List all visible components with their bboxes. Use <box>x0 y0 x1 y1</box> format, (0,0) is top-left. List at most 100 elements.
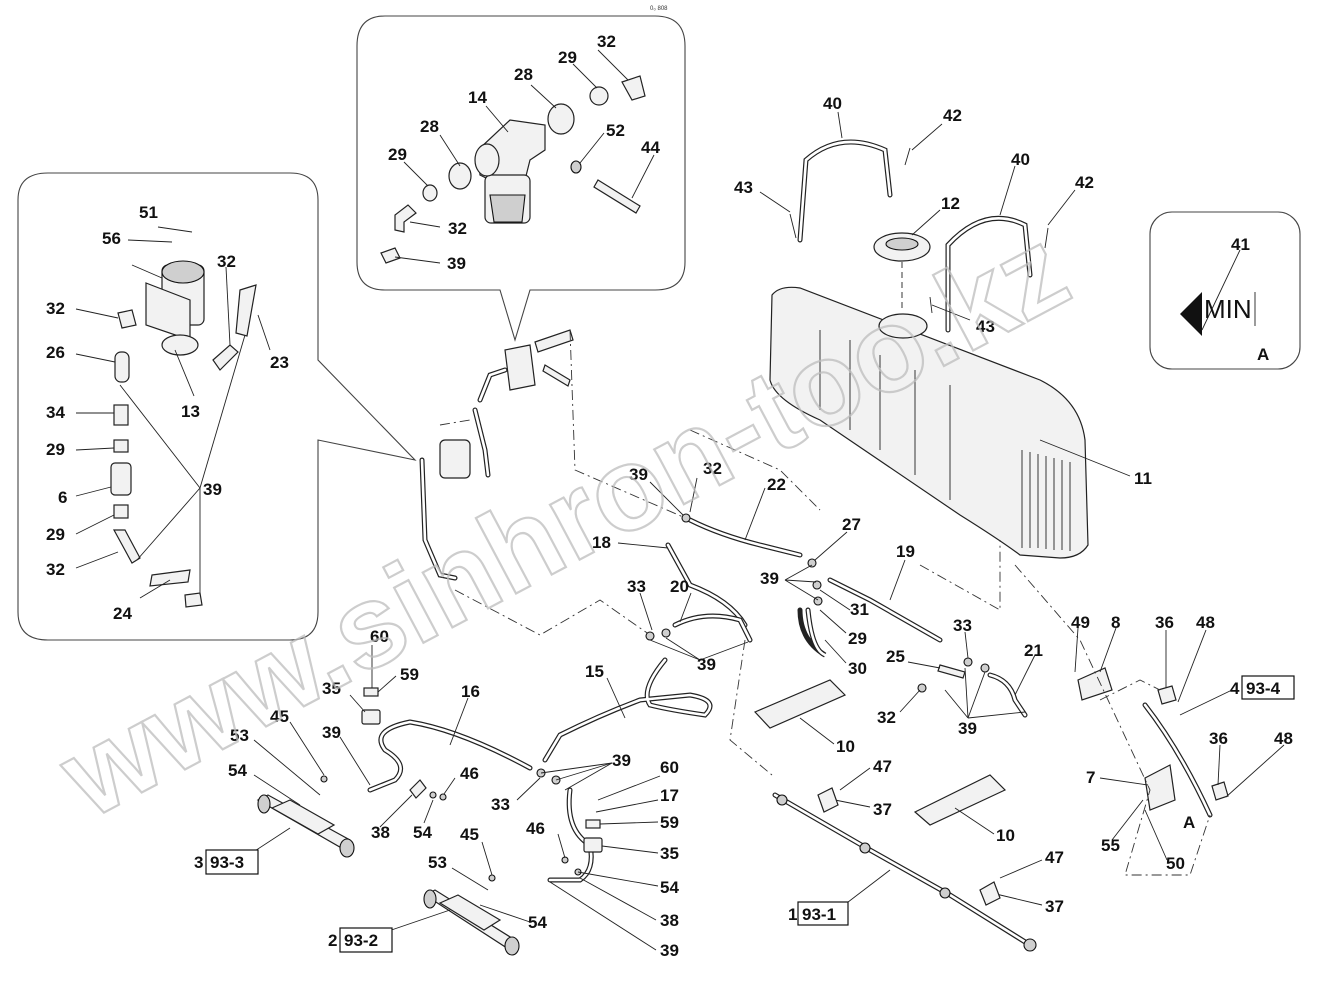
label-left-32b: 32 <box>46 299 65 318</box>
label-center-18: 18 <box>592 533 611 552</box>
label-center-10a: 10 <box>836 737 855 756</box>
filter-body-part <box>474 119 546 224</box>
label-ll-54b: 54 <box>413 823 432 842</box>
label-ll-39a: 39 <box>322 723 341 742</box>
label-center-19: 19 <box>896 542 915 561</box>
label-center-10b: 10 <box>996 826 1015 845</box>
sheet-code: 0₀ 808 <box>650 6 668 12</box>
label-left-13: 13 <box>181 402 200 421</box>
label-top-39: 39 <box>447 254 466 273</box>
ref-93-1: 93-1 <box>802 905 836 924</box>
label-left-29b: 29 <box>46 525 65 544</box>
cylinder-93-3 <box>256 794 355 858</box>
right-brackets: 49 8 36 48 4 93-4 36 48 7 55 50 A <box>1014 564 1295 876</box>
tank-grille <box>1021 450 1071 551</box>
label-center-37b: 37 <box>1045 897 1064 916</box>
label-top-28b: 28 <box>420 117 439 136</box>
label-right-4: 4 <box>1230 679 1240 698</box>
label-ll-54d: 54 <box>528 913 547 932</box>
label-center-22: 22 <box>767 475 786 494</box>
left-inset: 51 56 32 32 23 26 13 34 29 39 6 29 32 24 <box>17 172 417 641</box>
label-ll-17: 17 <box>660 786 679 805</box>
label-ll-54c: 54 <box>660 878 679 897</box>
label-ll-45b: 45 <box>460 825 479 844</box>
label-center-29: 29 <box>848 629 867 648</box>
label-center-25: 25 <box>886 647 905 666</box>
label-ll-53b: 53 <box>428 853 447 872</box>
label-right-36b: 36 <box>1209 729 1228 748</box>
label-ll-60b: 60 <box>660 758 679 777</box>
label-ll-46b: 46 <box>526 819 545 838</box>
tank-body <box>769 286 1089 559</box>
ref-93-2: 93-2 <box>344 931 378 950</box>
label-center-32b: 32 <box>877 708 896 727</box>
label-right-36a: 36 <box>1155 613 1174 632</box>
label-ll-45a: 45 <box>270 707 289 726</box>
ref-box-93-2 <box>339 927 393 953</box>
label-left-56: 56 <box>102 229 121 248</box>
detail-a-label: A <box>1257 345 1269 364</box>
label-ll-46a: 46 <box>460 764 479 783</box>
ref-93-3: 93-3 <box>210 853 244 872</box>
min-label: MIN <box>1204 294 1252 324</box>
label-tank-42b: 42 <box>1075 173 1094 192</box>
label-right-48a: 48 <box>1196 613 1215 632</box>
label-tank-42a: 42 <box>943 106 962 125</box>
label-1: 1 <box>788 905 797 924</box>
label-ll-35b: 35 <box>660 844 679 863</box>
label-center-20: 20 <box>670 577 689 596</box>
label-ll-54a: 54 <box>228 761 247 780</box>
label-top-29b: 29 <box>388 145 407 164</box>
ref-box-93-1 <box>797 901 849 926</box>
label-center-27: 27 <box>842 515 861 534</box>
center-hoses: 39 32 22 18 27 19 39 31 33 20 29 30 39 1… <box>419 329 1064 916</box>
label-ll-35a: 35 <box>322 679 341 698</box>
label-center-21: 21 <box>1024 641 1043 660</box>
label-left-34: 34 <box>46 403 65 422</box>
label-ll-59a: 59 <box>400 665 419 684</box>
label-ll-3: 3 <box>194 853 203 872</box>
pump-part <box>145 260 205 356</box>
label-center-39d: 39 <box>958 719 977 738</box>
label-top-44: 44 <box>641 138 660 157</box>
label-ll-33: 33 <box>491 795 510 814</box>
label-center-33a: 33 <box>627 577 646 596</box>
detail-a-frame <box>1149 211 1301 370</box>
label-ll-38b: 38 <box>660 911 679 930</box>
label-top-28: 28 <box>514 65 533 84</box>
label-center-33b: 33 <box>953 616 972 635</box>
bracket-7 <box>1144 764 1176 811</box>
label-center-39c: 39 <box>697 655 716 674</box>
label-ll-16: 16 <box>461 682 480 701</box>
label-left-24: 24 <box>113 604 132 623</box>
label-right-48b: 48 <box>1274 729 1293 748</box>
label-left-26: 26 <box>46 343 65 362</box>
label-ll-38a: 38 <box>371 823 390 842</box>
label-right-7: 7 <box>1086 768 1095 787</box>
label-tank-40b: 40 <box>1011 150 1030 169</box>
label-tank-43a: 43 <box>734 178 753 197</box>
label-left-51: 51 <box>139 203 158 222</box>
label-center-39a: 39 <box>629 465 648 484</box>
tank-fill-opening <box>878 313 928 339</box>
label-left-23: 23 <box>270 353 289 372</box>
ref-93-4: 93-4 <box>1246 679 1281 698</box>
label-ll-53a: 53 <box>230 726 249 745</box>
label-center-30: 30 <box>848 659 867 678</box>
label-left-32a: 32 <box>217 252 236 271</box>
tank-assembly: 40 42 43 12 40 42 43 11 <box>734 94 1152 559</box>
label-tank-40a: 40 <box>823 94 842 113</box>
label-ll-39c: 39 <box>660 941 679 960</box>
lower-left-group: 60 59 35 16 45 53 39 46 54 38 54 3 93-3 … <box>194 627 679 960</box>
label-ll-2: 2 <box>328 931 337 950</box>
label-top-14: 14 <box>468 88 487 107</box>
label-left-39: 39 <box>203 480 222 499</box>
detail-a-box: 41 MIN A <box>1149 211 1301 370</box>
bracket-8 <box>1077 667 1113 701</box>
label-tank-43b: 43 <box>976 317 995 336</box>
label-center-32: 32 <box>703 459 722 478</box>
label-top-32b: 32 <box>448 219 467 238</box>
label-center-37a: 37 <box>873 800 892 819</box>
label-right-A: A <box>1183 813 1195 832</box>
